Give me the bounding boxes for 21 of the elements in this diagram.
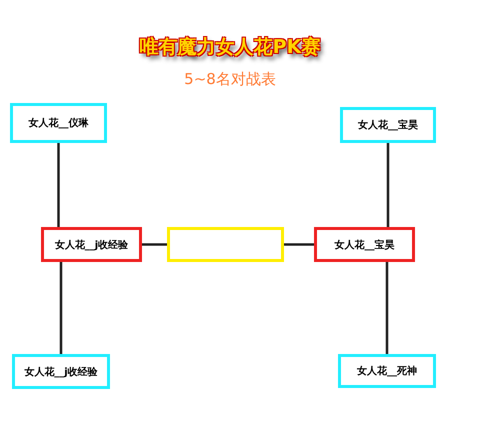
player-box [41,227,142,262]
player-box [314,227,415,262]
player-box [12,354,110,389]
connector-line [284,243,314,246]
player-box [340,107,436,143]
player-name: 女人花__j收经验 [24,366,98,378]
player-name: 女人花__仪琳 [28,116,88,130]
player-box [338,354,436,388]
title: 唯有魔力女人花PK赛 [138,35,322,60]
player-box [10,103,107,143]
player-name: 女人花__死神 [357,364,417,378]
connector-line [386,262,388,354]
player-name: 女人花__宝昊 [358,118,418,132]
subtitle: 5~8名对战表 [183,70,277,89]
connector-line [57,143,60,227]
connector-line [142,243,167,246]
empty-box [167,227,284,262]
connector-line [386,143,390,227]
connector-line [60,262,62,354]
player-name: 女人花__j收经验 [54,238,128,252]
player-name: 女人花__宝昊 [334,238,394,252]
